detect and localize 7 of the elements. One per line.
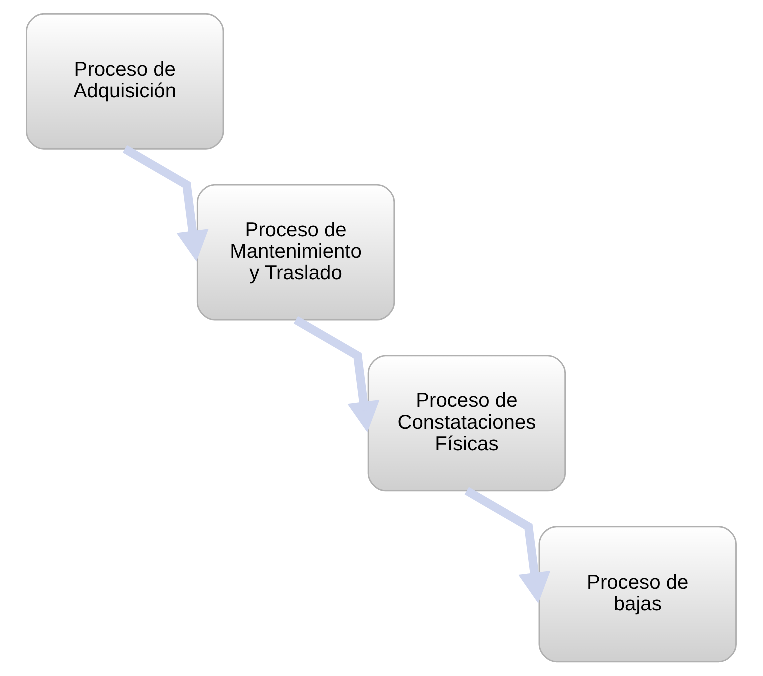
node-box: Proceso de Mantenimiento y Traslado: [196, 184, 396, 321]
arrow: [294, 316, 380, 433]
node-box: Proceso de bajas: [538, 526, 737, 663]
arrow: [122, 145, 209, 262]
node-box: Proceso de Constataciones Físicas: [368, 355, 566, 492]
arrow: [464, 487, 551, 604]
node-box: Proceso de Adquisición: [26, 13, 224, 150]
